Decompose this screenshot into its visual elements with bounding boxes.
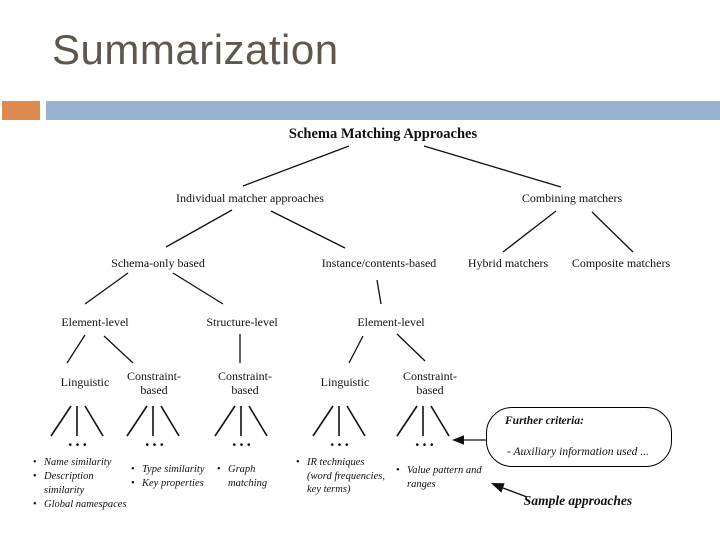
node-combining-matchers: Combining matchers <box>521 191 623 205</box>
connector-root-combining <box>423 145 562 188</box>
bullet-item: Description similarity <box>33 470 127 497</box>
node-constraint-based-structure: Constraint-based <box>218 369 272 397</box>
bullet-item: Graph matching <box>217 463 279 490</box>
further-criteria-box: Further criteria: - Auxiliary informatio… <box>486 407 672 467</box>
arrowhead-further-criteria <box>452 435 464 445</box>
node-constraint-based-instance: Constraint-based <box>403 369 457 397</box>
bullet-list-constraint-instance: Value pattern and ranges <box>396 464 488 492</box>
fan-2-left <box>126 405 148 437</box>
bullet-item: Name similarity <box>33 456 127 470</box>
connector-element-linguistic-1 <box>66 334 86 364</box>
bullet-item: Global namespaces <box>33 498 127 512</box>
connector-root-individual <box>242 145 350 187</box>
ellipsis-3: ... <box>232 431 254 450</box>
sample-approaches-label: Sample approaches <box>523 493 633 508</box>
node-linguistic-instance: Linguistic <box>320 375 370 389</box>
fan-3-left <box>214 405 236 437</box>
fan-3-right <box>248 405 268 437</box>
bullet-list-linguistic-schema: Name similarity Description similarity G… <box>33 456 127 512</box>
fan-5-left <box>396 405 418 437</box>
accent-bar-blue <box>46 101 720 120</box>
ellipsis-5: ... <box>415 431 437 450</box>
connector-schema-only-structure <box>172 272 224 305</box>
accent-bar-orange <box>2 101 40 120</box>
connector-element-constraint-1 <box>103 335 134 364</box>
further-criteria-title: Further criteria: <box>505 415 584 427</box>
bullet-item: IR techniques (word frequencies, key ter… <box>296 456 390 497</box>
fan-2-right <box>160 405 180 437</box>
fan-4-right <box>346 405 366 437</box>
fan-1-right <box>84 405 104 437</box>
arrowhead-sample-approaches <box>491 483 505 493</box>
slide-title: Summarization <box>52 26 339 73</box>
bullet-list-linguistic-instance: IR techniques (word frequencies, key ter… <box>296 456 390 497</box>
bullet-item: Type similarity <box>131 463 223 477</box>
node-composite-matchers: Composite matchers <box>571 256 671 270</box>
further-criteria-item: - Auxiliary information used ... <box>507 446 649 458</box>
arrow-line-sample-approaches <box>502 487 528 498</box>
fan-5-right <box>430 405 450 437</box>
node-constraint-based-element-schema: Constraint-based <box>127 369 181 397</box>
bullet-item: Key properties <box>131 477 223 491</box>
ellipsis-4: ... <box>330 431 352 450</box>
bullet-list-constraint-structure: Graph matching <box>217 463 279 491</box>
node-individual-matcher-approaches: Individual matcher approaches <box>176 191 324 205</box>
node-instance-contents-based: Instance/contents-based <box>321 256 437 270</box>
connector-element-linguistic-2 <box>348 335 364 364</box>
node-element-level-schema: Element-level <box>61 315 129 329</box>
connector-individual-instance <box>270 210 346 249</box>
node-linguistic-schema: Linguistic <box>60 375 110 389</box>
bullet-item: Value pattern and ranges <box>396 464 488 491</box>
ellipsis-1: ... <box>68 431 90 450</box>
node-element-level-instance: Element-level <box>357 315 425 329</box>
connector-schema-only-element <box>84 272 129 305</box>
connector-combining-composite <box>591 211 634 253</box>
bullet-list-constraint-element: Type similarity Key properties <box>131 463 223 491</box>
node-schema-only-based: Schema-only based <box>111 256 205 270</box>
node-structure-level: Structure-level <box>206 315 278 329</box>
ellipsis-2: ... <box>145 431 167 450</box>
connector-individual-schema-only <box>165 209 233 248</box>
connector-element-constraint-2 <box>396 333 426 362</box>
fan-1-left <box>50 405 72 437</box>
node-schema-matching-approaches: Schema Matching Approaches <box>288 126 478 142</box>
connector-combining-hybrid <box>502 210 557 253</box>
fan-4-left <box>312 405 334 437</box>
connector-instance-element <box>376 279 382 305</box>
node-hybrid-matchers: Hybrid matchers <box>467 256 549 270</box>
